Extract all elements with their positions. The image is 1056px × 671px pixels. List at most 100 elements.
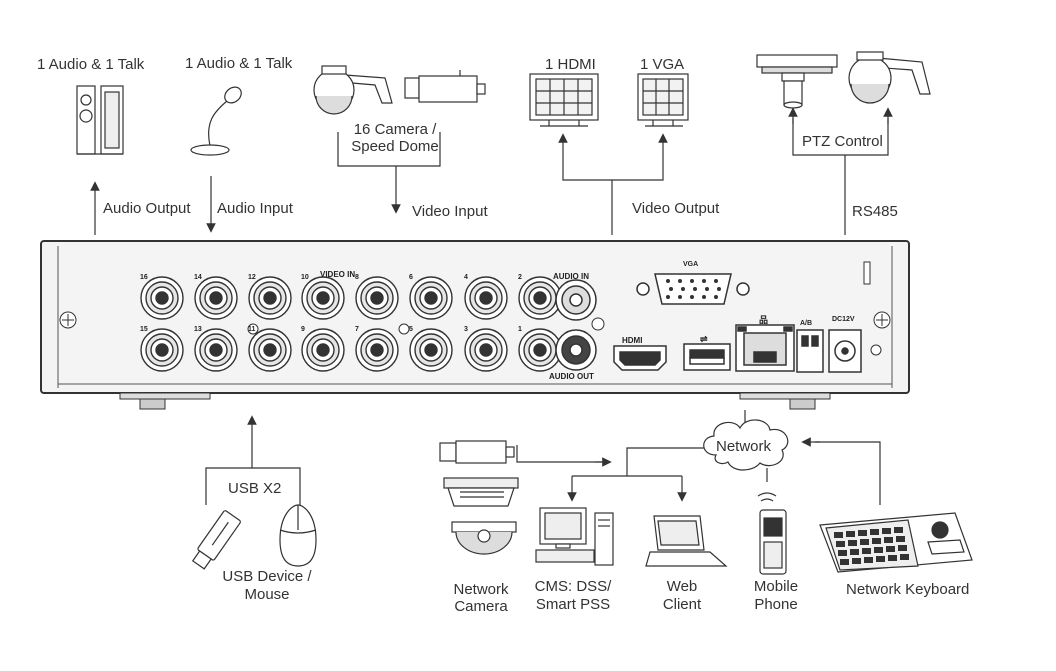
vga-pin <box>666 295 670 299</box>
usb-bracket <box>205 467 301 505</box>
bnc-channel-number: 2 <box>518 274 522 281</box>
keyboard-key <box>882 528 891 534</box>
keyboard-keys <box>834 527 909 565</box>
keyboard-key <box>862 548 871 554</box>
keyboard-key <box>852 558 861 564</box>
vga-pin <box>714 295 718 299</box>
label-usb-x2: USB X2 <box>228 480 282 497</box>
keyboard-key <box>900 554 909 560</box>
bnc-video-in-11 <box>248 328 292 372</box>
keyboard-key <box>886 546 895 552</box>
vga-pins <box>666 279 721 299</box>
panel-label-audio-out: AUDIO OUT <box>549 372 594 381</box>
bnc-video-in-9 <box>301 328 345 372</box>
hdmi-port <box>613 345 667 371</box>
vga-pin <box>669 287 673 291</box>
hdmi-monitor-icon <box>529 73 599 127</box>
keyboard-key <box>858 530 867 536</box>
bnc-channel-number: 4 <box>464 274 468 281</box>
bnc-video-in-16 <box>140 276 184 320</box>
usb-symbol-icon: ⇌ <box>700 334 708 344</box>
usb-port <box>683 343 731 371</box>
vga-pin <box>666 279 670 283</box>
keyboard-key <box>872 538 881 544</box>
bnc-channel-number: 1 <box>518 326 522 333</box>
ptz-camera-icon <box>756 54 838 109</box>
vga-pin <box>678 279 682 283</box>
bnc-channel-number: 6 <box>409 274 413 281</box>
label-usb-device-line1: USB Device / <box>222 568 312 585</box>
keyboard-key <box>864 557 873 563</box>
label-camera-line1: 16 Camera / <box>353 121 437 138</box>
label-mobile-line1: Mobile <box>753 578 799 595</box>
panel-label-video-in: VIDEO IN <box>320 270 356 279</box>
panel-label-audio-in: AUDIO IN <box>553 272 589 281</box>
keyboard-key <box>840 559 849 565</box>
bnc-video-in-10 <box>301 276 345 320</box>
keyboard-key <box>834 532 843 538</box>
bnc-channel-number: 8 <box>355 274 359 281</box>
keyboard-key <box>836 541 845 547</box>
label-ptz-control: PTZ Control <box>802 133 883 150</box>
bnc-channel-number: 5 <box>409 326 413 333</box>
vga-pin <box>690 295 694 299</box>
bnc-connectors <box>140 276 562 372</box>
camera-bracket <box>337 132 441 167</box>
vga-pin <box>693 287 697 291</box>
label-audio-talk-right: 1 Audio & 1 Talk <box>185 55 293 72</box>
bnc-channel-number: 9 <box>301 326 305 333</box>
label-network-camera-line2: Camera <box>454 598 508 615</box>
bnc-video-in-12 <box>248 276 292 320</box>
label-web-line2: Client <box>662 596 702 613</box>
keyboard-key <box>898 545 907 551</box>
usb-flash-drive-icon <box>191 510 241 570</box>
keyboard-key <box>860 539 869 545</box>
label-rs485: RS485 <box>852 203 898 220</box>
label-web-line1: Web <box>666 578 698 595</box>
speed-dome-camera-icon <box>313 65 393 115</box>
outdoor-dome-camera-icon <box>848 51 931 104</box>
rs485-terminal <box>796 329 824 373</box>
bnc-video-in-3 <box>464 328 508 372</box>
vga-pin <box>690 279 694 283</box>
vga-monitor-icon <box>637 73 689 127</box>
keyboard-key <box>874 547 883 553</box>
network-symbol-icon: 品 <box>759 315 769 325</box>
bnc-video-in-2 <box>518 276 562 320</box>
keyboard-key <box>846 531 855 537</box>
keyboard-key <box>838 550 847 556</box>
label-video-input: Video Input <box>412 203 488 220</box>
bnc-video-in-8 <box>355 276 399 320</box>
vga-pin <box>705 287 709 291</box>
keyboard-key <box>870 529 879 535</box>
keyboard-key <box>876 556 885 562</box>
label-cms-line1: CMS: DSS/ <box>534 578 612 595</box>
microphone-icon <box>190 86 242 156</box>
audio-connectors <box>555 279 597 371</box>
vga-pin <box>717 287 721 291</box>
vga-pin <box>681 287 685 291</box>
bnc-channel-number: 3 <box>464 326 468 333</box>
mobile-phone-icon <box>757 492 787 575</box>
bnc-video-in-4 <box>464 276 508 320</box>
vga-pin <box>714 279 718 283</box>
dc-power-jack <box>828 329 862 373</box>
cms-pc-icon <box>535 507 614 566</box>
keyboard-key <box>848 540 857 546</box>
label-audio-input: Audio Input <box>217 200 293 217</box>
bnc-channel-number: 15 <box>140 326 148 333</box>
vga-pin <box>678 295 682 299</box>
label-network: Network <box>716 438 772 455</box>
label-vga: 1 VGA <box>640 56 685 73</box>
keyboard-to-network <box>815 441 881 505</box>
bnc-video-in-1 <box>518 328 562 372</box>
bnc-channel-number: 16 <box>140 274 148 281</box>
bnc-channel-number: 13 <box>194 326 202 333</box>
video-output-branch <box>562 150 664 181</box>
bnc-video-in-15 <box>140 328 184 372</box>
label-usb-device-line2: Mouse <box>244 586 290 603</box>
label-network-camera-line1: Network <box>453 581 509 598</box>
keyboard-key <box>896 536 905 542</box>
keyboard-key <box>850 549 859 555</box>
